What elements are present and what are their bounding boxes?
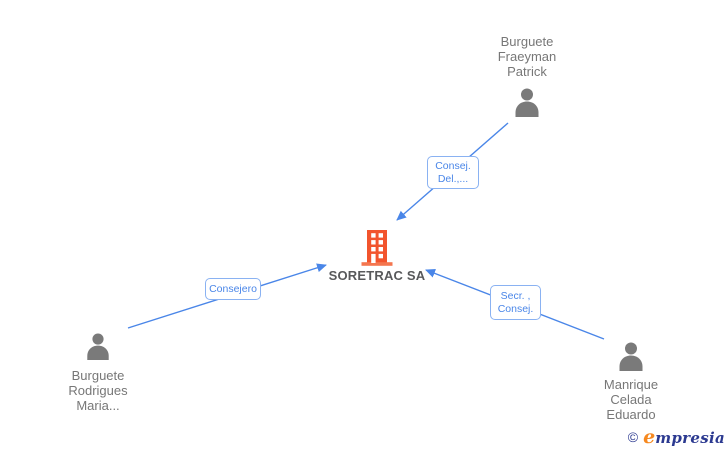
edge-label-secr-consej[interactable]: Secr. , Consej.	[490, 285, 541, 320]
person-icon	[619, 342, 643, 371]
edge-label-line: Consej.	[435, 159, 471, 172]
person-name: Manrique Celada Eduardo	[571, 377, 691, 422]
name-line: Fraeyman	[497, 49, 557, 64]
edge-label-line: Consejero	[209, 282, 257, 295]
name-line: Rodrigues	[68, 383, 128, 398]
name-line: Celada	[610, 392, 652, 407]
empresia-logo[interactable]: © empresia	[628, 426, 725, 448]
edge-label-consej-del[interactable]: Consej. Del.,...	[427, 156, 479, 189]
name-line: Maria...	[76, 398, 120, 413]
person-node-burguete-fraeyman[interactable]: Burguete Fraeyman Patrick	[467, 34, 587, 117]
person-name: Burguete Rodrigues Maria...	[38, 368, 158, 413]
person-icon	[515, 88, 539, 117]
person-name: Burguete Fraeyman Patrick	[467, 34, 587, 79]
name-line: Burguete	[500, 34, 554, 49]
name-line: Manrique	[603, 377, 659, 392]
edge-label-line: Consej.	[497, 302, 534, 315]
name-line: Eduardo	[606, 407, 656, 422]
person-node-burguete-rodrigues[interactable]: Burguete Rodrigues Maria...	[38, 333, 158, 413]
company-node-soretrac[interactable]: SORETRAC SA	[307, 228, 447, 283]
brand-initial: e	[643, 426, 656, 448]
name-line: Burguete	[71, 368, 125, 383]
brand-name: mpresia	[655, 429, 725, 447]
edge-label-line: Del.,...	[437, 172, 469, 185]
person-icon	[87, 333, 109, 360]
name-line: Patrick	[507, 64, 547, 79]
edge-label-line: Secr. ,	[500, 289, 531, 302]
edge-label-consejero[interactable]: Consejero	[205, 278, 261, 300]
building-icon	[361, 230, 393, 266]
copyright-symbol: ©	[627, 429, 639, 445]
person-node-manrique-celada[interactable]: Manrique Celada Eduardo	[571, 342, 691, 422]
company-name: SORETRAC SA	[328, 268, 426, 283]
